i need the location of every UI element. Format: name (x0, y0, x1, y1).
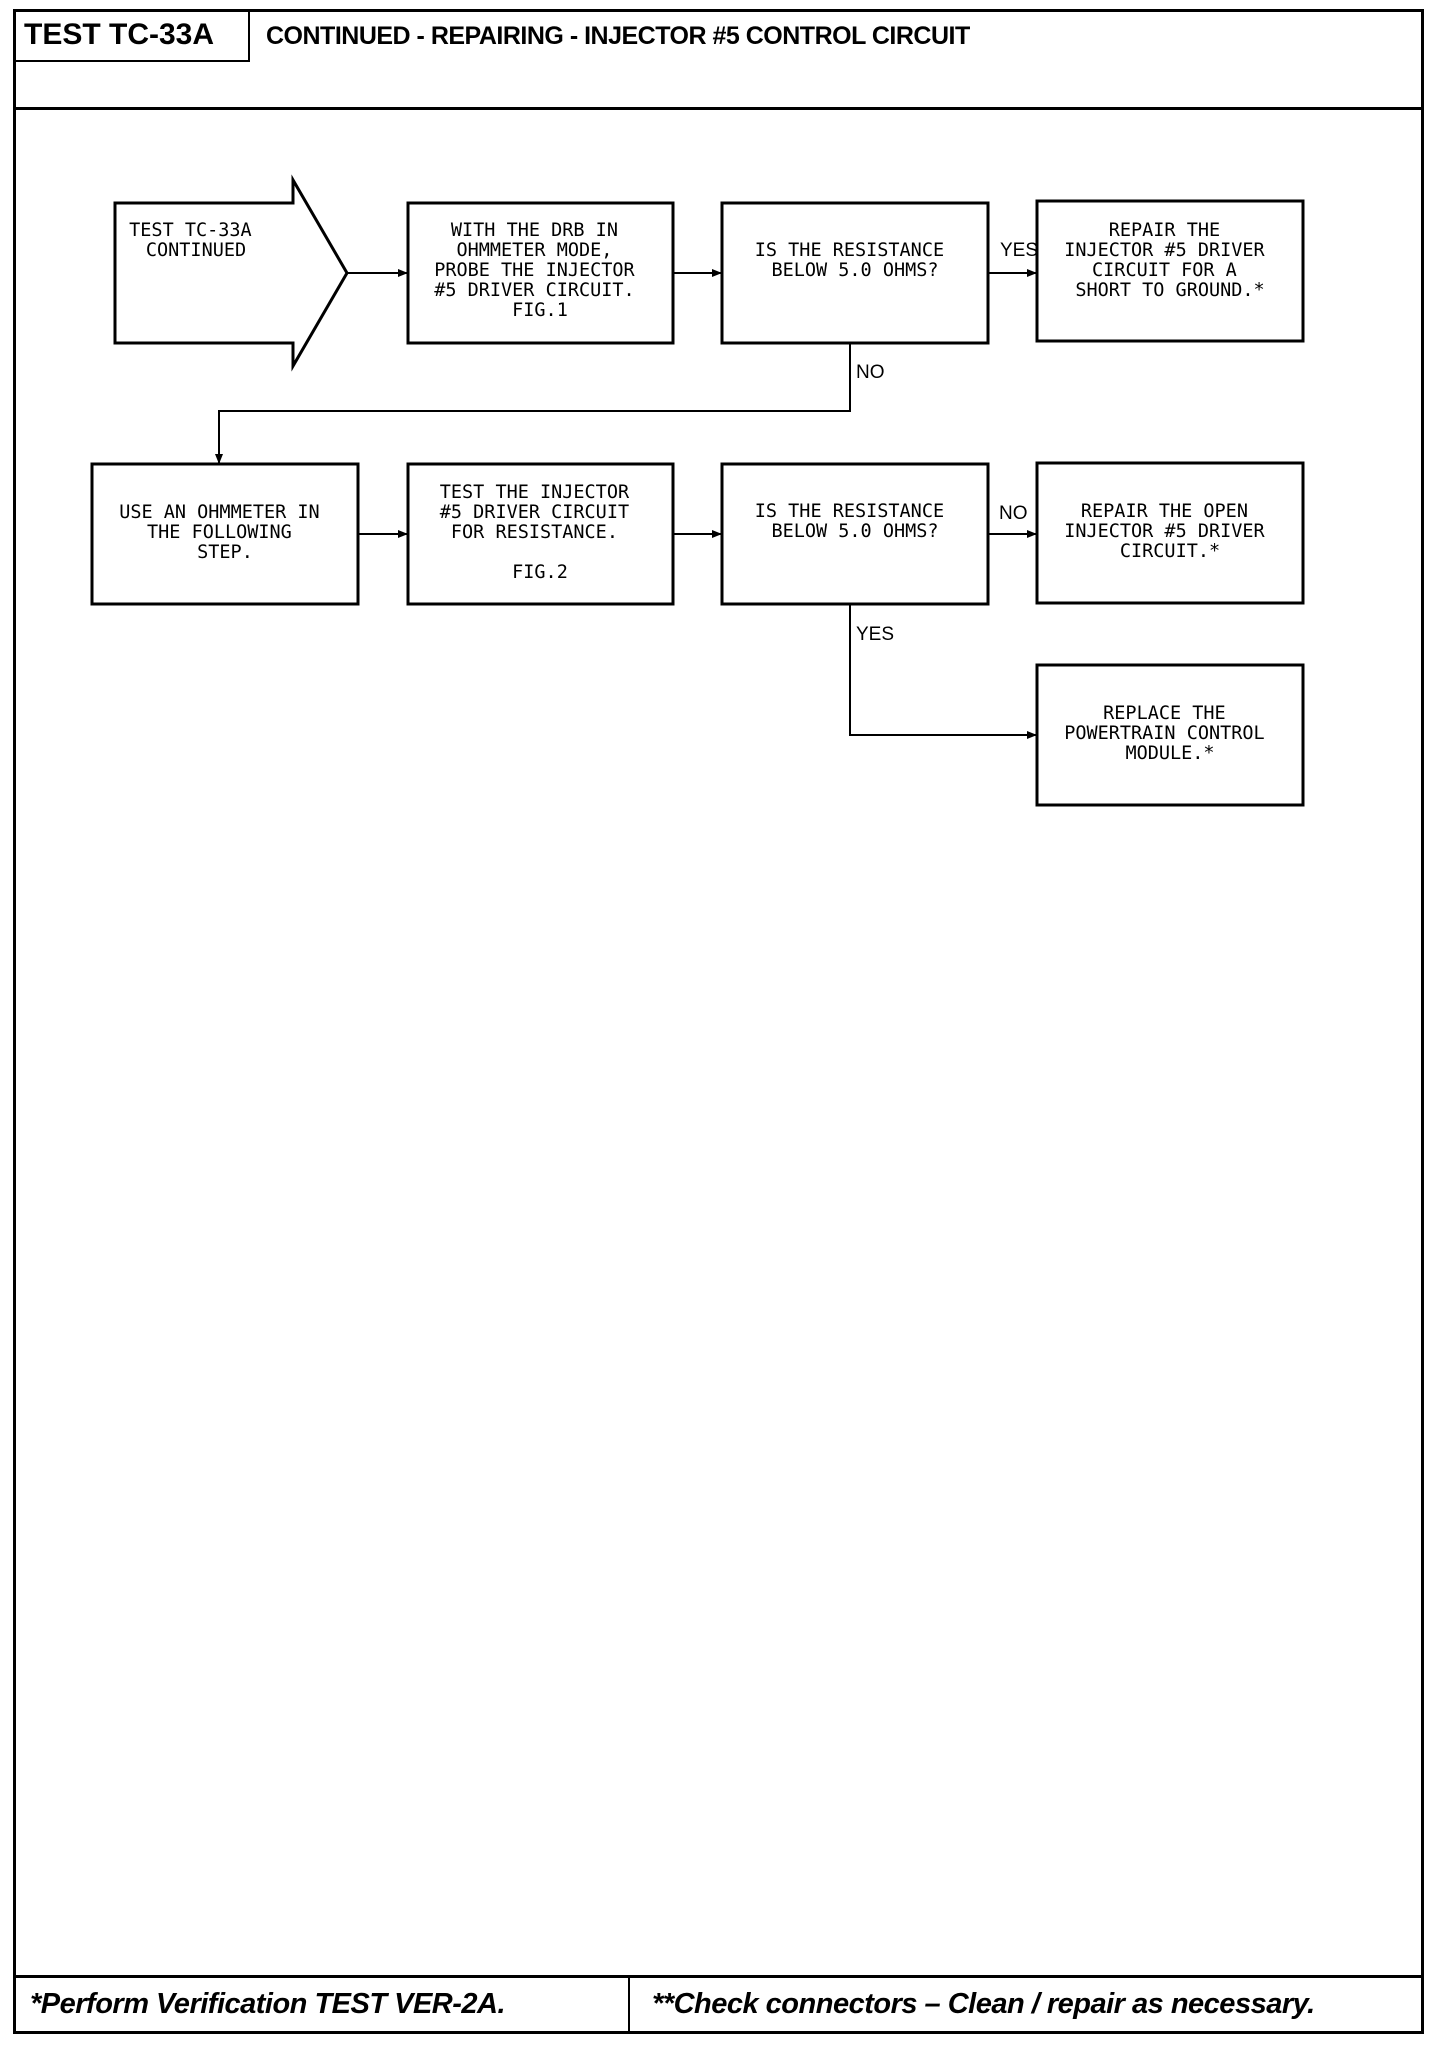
repair-short-line: INJECTOR #5 DRIVER (1064, 240, 1265, 261)
step-test-text: TEST THE INJECTOR #5 DRIVER CIRCUIT FOR … (440, 482, 641, 583)
decision-1-line: BELOW 5.0 OHMS? (771, 260, 938, 281)
footer-note-connectors: **Check connectors – Clean / repair as n… (652, 1988, 1315, 2020)
repair-short-line: CIRCUIT FOR A (1092, 260, 1237, 281)
step-probe-line: OHMMETER MODE, (456, 240, 612, 261)
step-probe-line: #5 DRIVER CIRCUIT. (434, 280, 634, 301)
decision-2-box (720, 462, 990, 606)
label-no-1: NO (856, 362, 885, 383)
decision-2-line: BELOW 5.0 OHMS? (771, 521, 938, 542)
repair-open-text: REPAIR THE OPEN INJECTOR #5 DRIVER CIRCU… (1064, 501, 1276, 562)
repair-short-line: SHORT TO GROUND.* (1075, 280, 1264, 301)
label-yes-1: YES (1000, 240, 1038, 261)
repair-short-box (1035, 199, 1305, 343)
decision-2-text: IS THE RESISTANCE BELOW 5.0 OHMS? (755, 501, 956, 542)
step-probe-line: PROBE THE INJECTOR (434, 260, 635, 281)
step-test-line: TEST THE INJECTOR (440, 482, 630, 503)
replace-pcm-line: MODULE.* (1125, 743, 1214, 764)
repair-open-line: INJECTOR #5 DRIVER (1064, 521, 1265, 542)
step-ohmmeter-line: STEP. (197, 542, 253, 563)
header: TEST TC-33A CONTINUED - REPAIRING - INJE… (16, 12, 1421, 110)
step-probe-box (406, 201, 675, 345)
repair-short-line: REPAIR THE (1109, 220, 1220, 241)
page-frame: TEST TC-33A CONTINUED - REPAIRING - INJE… (13, 9, 1424, 2034)
replace-pcm-text: REPLACE THE POWERTRAIN CONTROL MODULE.* (1064, 703, 1276, 764)
repair-open-line: REPAIR THE OPEN (1081, 501, 1248, 522)
step-probe-text: WITH THE DRB IN OHMMETER MODE, PROBE THE… (434, 220, 646, 321)
step-test-line: #5 DRIVER CIRCUIT (440, 502, 629, 523)
start-line: TEST TC-33A (129, 220, 252, 241)
connector-decision-2-yes (849, 604, 1037, 739)
step-test-fig: FIG.2 (512, 562, 568, 583)
decision-1-text: IS THE RESISTANCE BELOW 5.0 OHMS? (755, 240, 956, 281)
step-ohmmeter-line: USE AN OHMMETER IN (119, 502, 319, 523)
decision-1-line: IS THE RESISTANCE (755, 240, 944, 261)
footer-divider (628, 1978, 630, 2031)
start-text: TEST TC-33A CONTINUED (129, 220, 263, 261)
connector-decision-1-no (215, 343, 851, 464)
step-ohmmeter-box (90, 462, 360, 606)
repair-open-line: CIRCUIT.* (1120, 541, 1220, 562)
footer-note-verification: *Perform Verification TEST VER-2A. (30, 1988, 506, 2020)
step-ohmmeter-line: THE FOLLOWING (147, 522, 292, 543)
step-ohmmeter-text: USE AN OHMMETER IN THE FOLLOWING STEP. (119, 502, 331, 563)
start-line: CONTINUED (146, 240, 246, 261)
step-probe-line: WITH THE DRB IN (451, 220, 618, 241)
label-yes-2: YES (856, 624, 894, 645)
replace-pcm-box (1035, 663, 1305, 807)
replace-pcm-line: REPLACE THE (1103, 703, 1226, 724)
page-title: CONTINUED - REPAIRING - INJECTOR #5 CONT… (266, 22, 970, 50)
footer: *Perform Verification TEST VER-2A. **Che… (16, 1975, 1421, 2031)
replace-pcm-line: POWERTRAIN CONTROL (1064, 723, 1264, 744)
start-arrow-shape (113, 174, 349, 372)
repair-short-text: REPAIR THE INJECTOR #5 DRIVER CIRCUIT FO… (1064, 220, 1276, 301)
step-test-line: FOR RESISTANCE. (451, 522, 618, 543)
label-no-2: NO (999, 503, 1028, 524)
decision-2-line: IS THE RESISTANCE (755, 501, 944, 522)
repair-open-box (1035, 461, 1305, 605)
step-test-box (406, 462, 675, 606)
test-id: TEST TC-33A (16, 12, 250, 62)
step-probe-line: FIG.1 (512, 300, 568, 321)
